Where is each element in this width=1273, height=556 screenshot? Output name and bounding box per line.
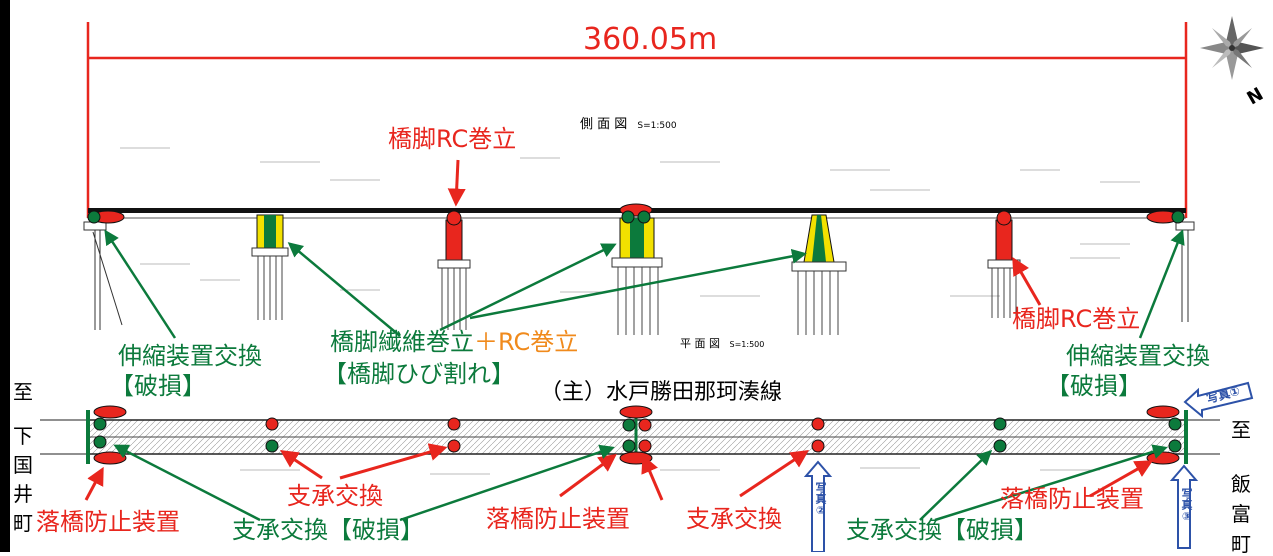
- plan-view-title-text: 平 面 図: [680, 337, 720, 350]
- pier-p2: [437, 219, 471, 330]
- photo-3-label: 写真③: [1180, 488, 1193, 523]
- left-destination-char: 至: [13, 380, 33, 404]
- left-border: [0, 0, 10, 552]
- photo-2-label: 写真②: [814, 482, 827, 517]
- plan-view-scale: S=1:500: [729, 340, 765, 349]
- right-destination: 至 飯 富 町: [1230, 420, 1252, 554]
- dimension-label: 360.05m: [583, 22, 718, 57]
- pier-a1: [83, 221, 123, 330]
- label-fall-prevention-left: 落橋防止装置: [36, 508, 180, 536]
- right-destination-char: 町: [1231, 532, 1251, 556]
- photo-arrow-3: [1169, 464, 1199, 549]
- compass-icon: [1200, 16, 1264, 80]
- plan-view-markers: [93, 405, 1182, 465]
- left-destination-char: 下: [13, 424, 33, 448]
- label-bearing-exchange-center: 支承交換: [686, 505, 782, 533]
- plan-view-title: 平 面 図 S=1:500: [680, 338, 764, 349]
- photo-arrow-2: [803, 460, 833, 552]
- label-expansion-left-1: 伸縮装置交換: [118, 342, 262, 370]
- right-destination-char: 富: [1231, 502, 1251, 526]
- right-destination-char: 至: [1231, 418, 1251, 442]
- pier-p4: [791, 214, 847, 335]
- dimension-line: [86, 22, 1188, 218]
- photo-arrow-1: [1183, 381, 1254, 419]
- label-fall-prevention-right: 落橋防止装置: [1000, 485, 1144, 513]
- left-destination: 至 下 国 井 町: [12, 382, 34, 533]
- road-name: （主）水戸勝田那珂湊線: [540, 380, 783, 405]
- red-arrows: [84, 159, 1154, 501]
- right-destination-char: 飯: [1231, 472, 1251, 496]
- label-fiber-wrap-part1: 橋脚繊維巻立: [330, 328, 474, 356]
- label-bearing-damage-right: 支承交換【破損】: [846, 516, 1038, 544]
- label-expansion-right-2: 【破損】: [1046, 372, 1142, 400]
- label-fall-prevention-center: 落橋防止装置: [486, 505, 630, 533]
- label-fiber-wrap-part2: ＋RC巻立: [474, 328, 579, 356]
- side-view-title: 側 面 図 S=1:500: [580, 118, 677, 131]
- pier-p5: [987, 219, 1021, 318]
- label-pier-rc-right: 橋脚RC巻立: [1012, 305, 1141, 333]
- side-view-title-text: 側 面 図: [580, 117, 628, 132]
- label-pier-crack: 【橋脚ひび割れ】: [323, 360, 515, 388]
- left-destination-char: 井: [13, 482, 33, 506]
- label-fiber-wrap: 橋脚繊維巻立＋RC巻立: [330, 330, 578, 354]
- left-destination-char: 国: [13, 453, 33, 477]
- side-view-markers: [87, 203, 1185, 226]
- label-expansion-right-1: 伸縮装置交換: [1066, 342, 1210, 370]
- label-pier-rc-top: 橋脚RC巻立: [388, 125, 517, 153]
- side-view-scale: S=1:500: [637, 121, 677, 131]
- pier-p1: [251, 214, 289, 320]
- left-destination-char: 町: [13, 511, 33, 535]
- label-expansion-left-2: 【破損】: [110, 372, 206, 400]
- pier-p3: [611, 217, 663, 335]
- label-bearing-damage-left: 支承交換【破損】: [232, 516, 424, 544]
- label-bearing-exchange-left: 支承交換: [287, 482, 383, 510]
- green-arrows: [104, 229, 1185, 522]
